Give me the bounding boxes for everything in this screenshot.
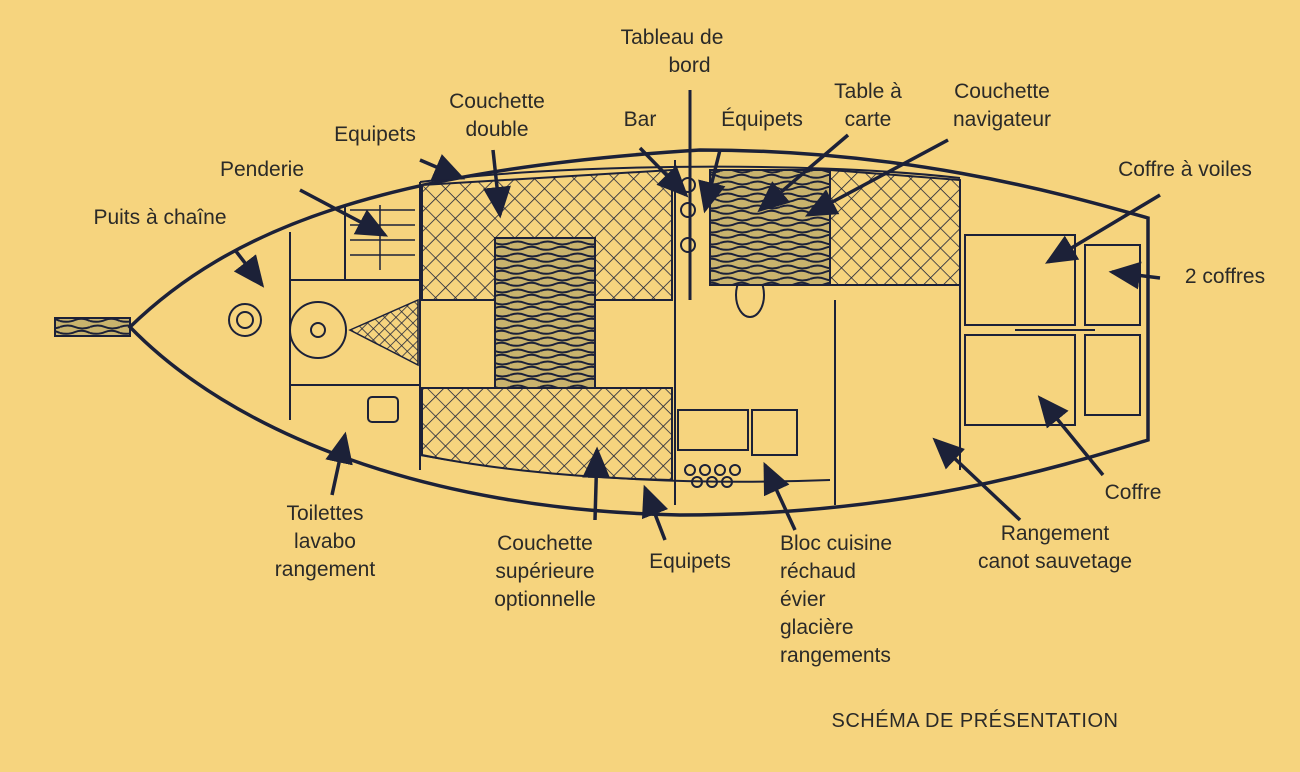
double-berth-cushion (494, 237, 596, 389)
label-line: Toilettes (286, 502, 364, 525)
label-line: Couchette (954, 80, 1050, 103)
label-2-coffres: 2 coffres (1185, 263, 1265, 291)
label-line: Penderie (219, 158, 305, 181)
label-penderie: Penderie (220, 156, 304, 184)
leader-arrows (233, 133, 1161, 541)
label-line: réchaud (780, 560, 856, 583)
label-line: glacière (780, 616, 854, 639)
label-equipets-top-right: Équipets (721, 106, 803, 134)
label-line: Équipets (721, 108, 803, 131)
label-line: navigateur (952, 108, 1052, 131)
label-line: rangement (274, 558, 376, 581)
label-line: Table à (834, 80, 902, 103)
label-line: Coffre (1104, 481, 1162, 504)
label-tableau-de-bord: Tableau de bord (621, 24, 724, 80)
label-bloc-cuisine: Bloc cuisine réchaud évier glacière rangemen… (780, 530, 892, 670)
label-line: Coffre à voiles (1118, 158, 1252, 181)
diagram-caption: SCHÉMA DE PRÉSENTATION (831, 710, 1119, 732)
navigator-berth (709, 169, 831, 286)
label-couchette-navigateur: Couchette navigateur (953, 78, 1051, 134)
label-table-a-carte: Table à carte (834, 78, 902, 134)
label-line: Equipets (334, 123, 416, 146)
label-bar: Bar (624, 106, 657, 134)
label-line: canot sauvetage (977, 550, 1133, 573)
chart-table-hatched (829, 168, 961, 286)
label-toilettes: Toilettes lavabo rangement (275, 500, 375, 584)
label-couchette-superieure: Couchette supérieure optionnelle (494, 530, 596, 614)
label-line: Bar (623, 108, 657, 131)
label-equipets-bottom: Equipets (649, 548, 731, 576)
label-line: Bloc cuisine (780, 532, 893, 555)
label-couchette-double: Couchette double (449, 88, 545, 144)
label-line: bord (668, 54, 711, 77)
label-line: carte (844, 108, 892, 131)
label-line: lavabo (294, 530, 356, 553)
label-line: 2 coffres (1184, 265, 1266, 288)
label-puits-a-chaine: Puits à chaîne (93, 204, 226, 232)
label-line: double (465, 118, 529, 141)
label-line: Puits à chaîne (93, 206, 227, 229)
label-line: Couchette (497, 532, 593, 555)
label-rangement-canot: Rangement canot sauvetage (978, 520, 1132, 576)
label-line: évier (780, 588, 826, 611)
label-coffre-a-voiles: Coffre à voiles (1118, 156, 1252, 184)
bowsprit (54, 317, 131, 337)
label-line: Couchette (449, 90, 545, 113)
label-line: Equipets (649, 550, 731, 573)
label-line: supérieure (495, 560, 595, 583)
label-coffre: Coffre (1105, 479, 1162, 507)
label-equipets-top-left: Equipets (334, 121, 416, 149)
label-line: optionnelle (494, 588, 596, 611)
upper-berth-hatched (421, 387, 673, 482)
label-line: Tableau de (620, 26, 724, 49)
label-line: Rangement (1000, 522, 1110, 545)
label-line: rangements (780, 644, 891, 667)
penderie-lines (350, 205, 415, 270)
